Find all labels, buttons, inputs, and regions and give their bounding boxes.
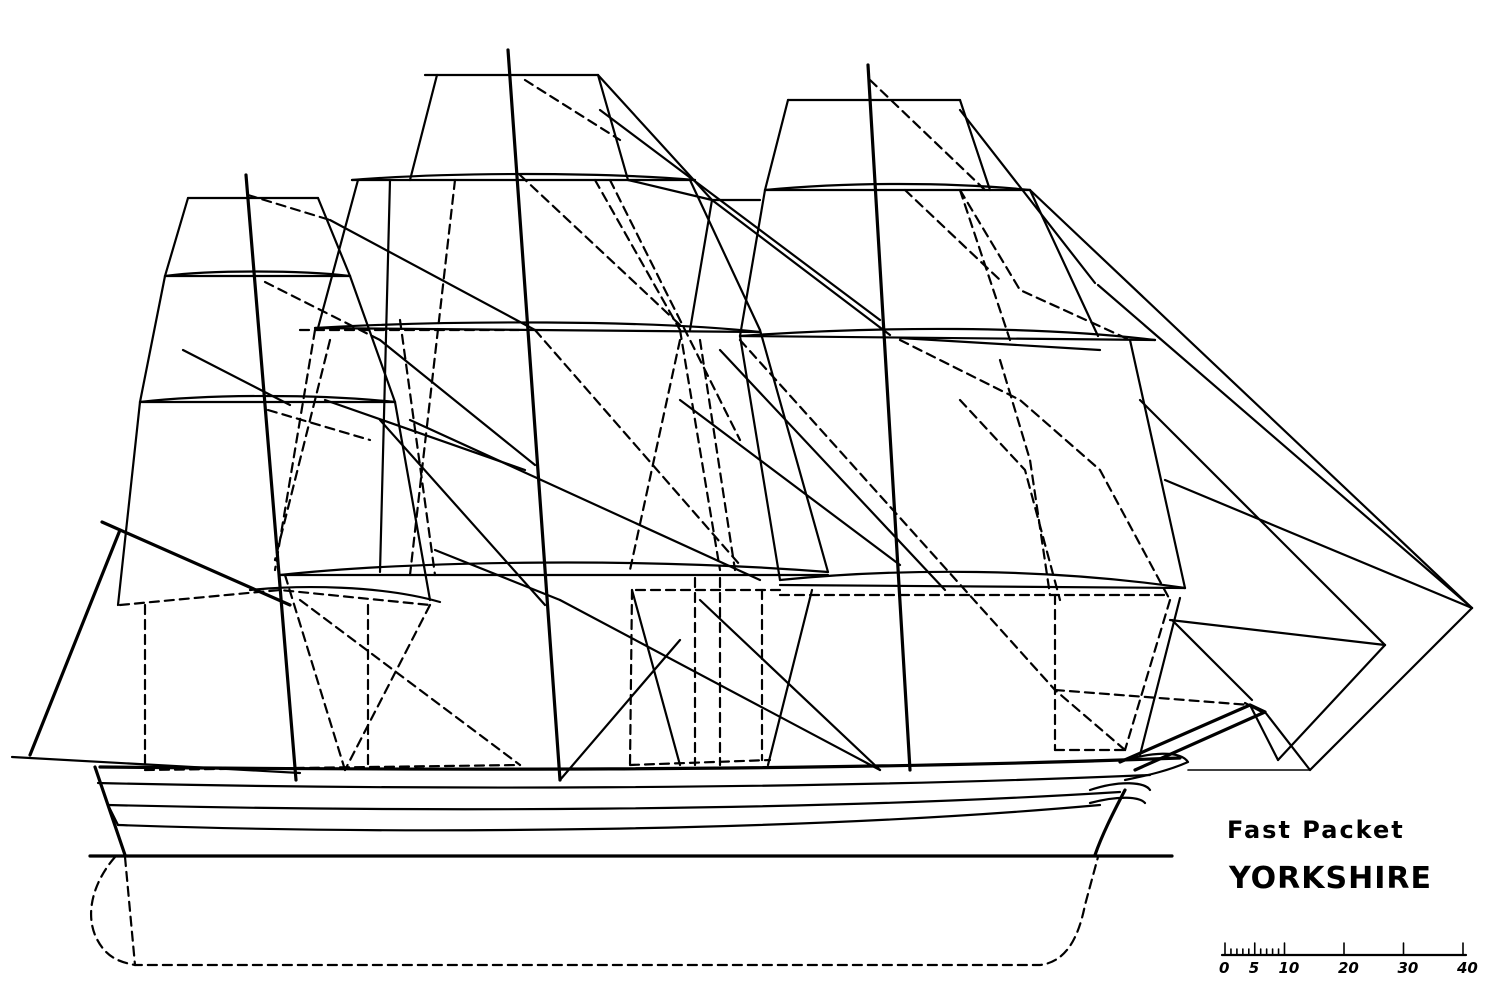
scale-label: 0: [1219, 959, 1229, 977]
scale-labels: 0 5 10 20 30 40: [1219, 959, 1478, 977]
underwater-hull: [90, 855, 1100, 967]
scale-label: 30: [1398, 959, 1419, 977]
title-block: Fast Packet YORKSHIRE: [1227, 816, 1432, 896]
scale-bar: 0 5 10 20 30 40: [1219, 942, 1478, 977]
title-line-1: Fast Packet: [1227, 816, 1405, 844]
fore-mast: [408, 63, 1187, 782]
head-rigging: [1028, 188, 1474, 772]
dashed-sails: [118, 78, 1172, 772]
mizzen-mast: [10, 173, 442, 782]
scale-label: 40: [1456, 959, 1478, 977]
scale-label: 5: [1249, 959, 1259, 977]
main-mast: [278, 48, 882, 782]
scale-label: 10: [1279, 959, 1300, 977]
title-line-2: YORKSHIRE: [1228, 861, 1432, 896]
scale-label: 20: [1338, 959, 1359, 977]
scale-ticks: [1224, 942, 1464, 956]
